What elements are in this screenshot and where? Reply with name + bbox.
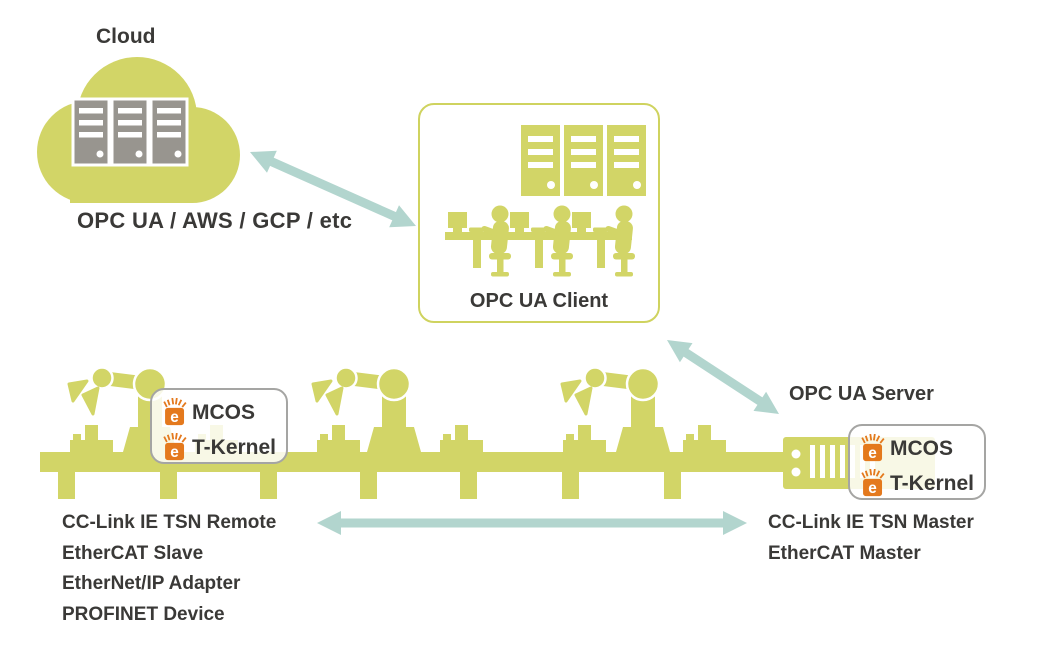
protocol-line: EtherNet/IP Adapter: [62, 573, 241, 594]
emcos-label: MCOS: [890, 436, 953, 460]
arrow-client-server: [667, 340, 779, 414]
svg-text:e: e: [868, 479, 877, 496]
emcos-logo-icon: e: [861, 433, 885, 461]
cloud-server-rack-icons: [71, 97, 189, 167]
emcos-row: e MCOS: [162, 392, 286, 426]
protocol-line: CC-Link IE TSN Remote: [62, 512, 277, 533]
cloud-label: Cloud: [96, 25, 156, 48]
tkernel-row: e T-Kernel: [860, 463, 984, 497]
emcos-label: MCOS: [192, 400, 255, 424]
protocol-line: CC-Link IE TSN Master: [768, 512, 974, 533]
tkernel-label: T-Kernel: [890, 471, 975, 495]
svg-text:e: e: [170, 408, 179, 425]
master-protocols-list: CC-Link IE TSN Master EtherCAT Master: [768, 508, 974, 569]
conveyor-belt: [40, 452, 788, 499]
svg-text:e: e: [868, 444, 877, 461]
tkernel-logo-icon: e: [163, 432, 187, 460]
tkernel-label: T-Kernel: [192, 435, 277, 459]
arrow-fieldbus: [317, 511, 747, 535]
opc-ua-server-label: OPC UA Server: [789, 383, 934, 405]
protocol-line: EtherCAT Slave: [62, 542, 204, 564]
emcos-row: e MCOS: [860, 428, 984, 462]
emcos-tkernel-badge-master: e MCOS e T-Kernel: [848, 424, 986, 500]
opc-ua-client-label: OPC UA Client: [469, 290, 609, 312]
svg-text:e: e: [170, 443, 179, 460]
emcos-logo-icon: e: [163, 397, 187, 425]
tkernel-row: e T-Kernel: [162, 427, 286, 461]
emcos-tkernel-badge-remote: e MCOS e T-Kernel: [150, 388, 288, 464]
arrow-cloud-client: [250, 150, 416, 228]
remote-protocols-list: CC-Link IE TSN Remote EtherCAT Slave Eth…: [62, 508, 276, 630]
cloud-protocols-label: OPC UA / AWS / GCP / etc: [77, 208, 353, 233]
protocol-line: EtherCAT Master: [768, 542, 921, 564]
opc-ua-client-box: [418, 103, 660, 323]
protocol-line: PROFINET Device: [62, 603, 225, 625]
tkernel-logo-icon: e: [861, 468, 885, 496]
